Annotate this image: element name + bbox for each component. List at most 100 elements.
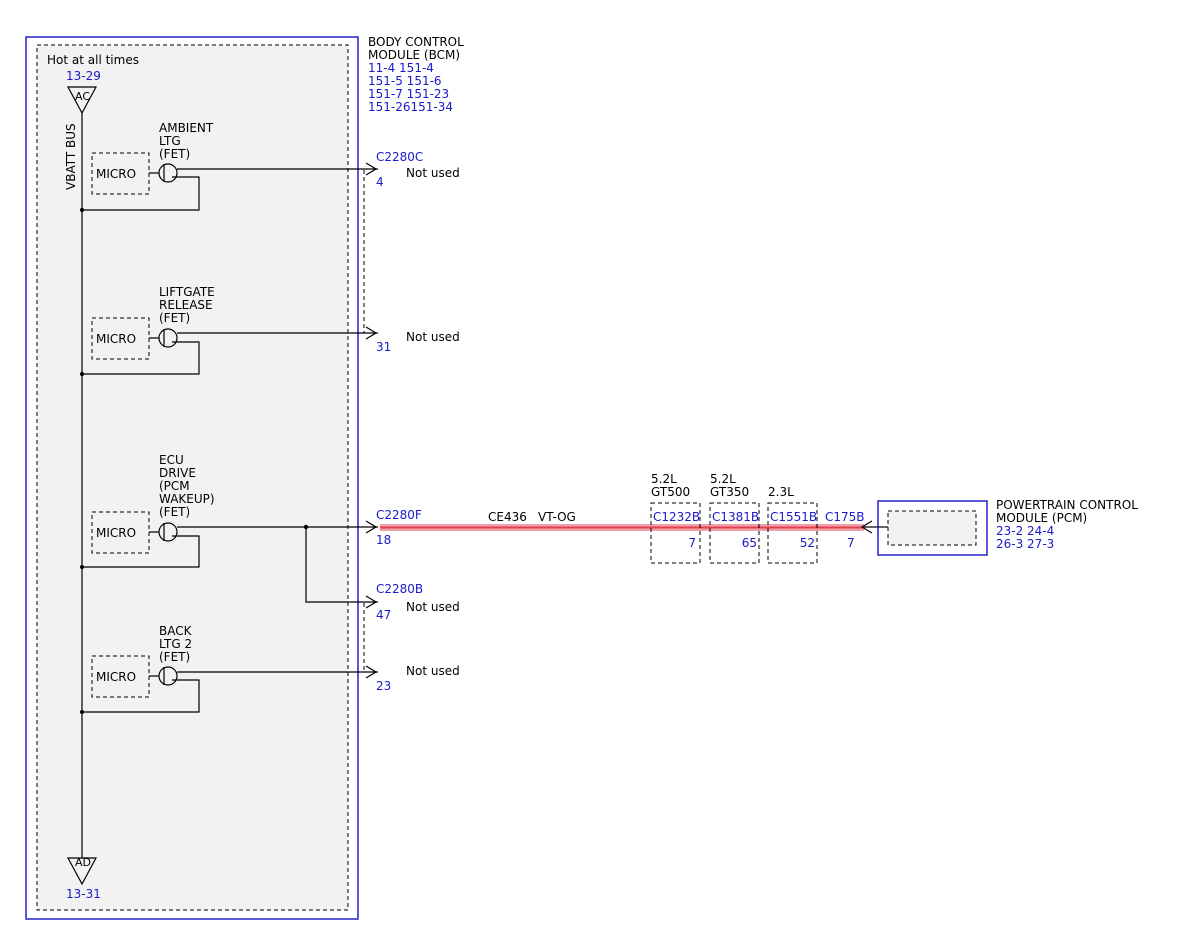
output-ecu-drive: MICRO ECU DRIVE (PCM WAKEUP) (FET) C2280… xyxy=(80,453,422,603)
pcm-pin: 7 xyxy=(847,536,855,550)
fet-switch-icon xyxy=(158,666,178,686)
pin-arrow-icon xyxy=(365,520,378,534)
output-label-line4: WAKEUP) xyxy=(159,492,215,506)
output-label-line1: AMBIENT xyxy=(159,121,214,135)
inline-connector-c1381b[interactable]: 5.2L GT350 C1381B 65 xyxy=(709,472,760,564)
branch-c2280b: C2280B 47 Not used xyxy=(365,582,460,622)
connector-name[interactable]: C1551B xyxy=(770,510,817,524)
terminal-ad-label: AD xyxy=(75,856,91,869)
inline-connector-c1551b[interactable]: 2.3L C1551B 52 xyxy=(767,485,818,564)
bus-junction-dot xyxy=(80,208,84,212)
pin-arrow-icon xyxy=(365,595,378,609)
pcm-title-line2: MODULE (PCM) xyxy=(996,511,1087,525)
output-label-line3: (FET) xyxy=(159,311,190,325)
vbatt-bus-label: VBATT BUS xyxy=(64,123,78,190)
inline-connector-box xyxy=(767,502,818,564)
bcm-ref-4[interactable]: 151-26151-34 xyxy=(368,100,453,114)
connector-c2280b[interactable]: C2280B xyxy=(376,582,423,596)
micro-label: MICRO xyxy=(96,526,136,540)
output-liftgate-release: MICRO LIFTGATE RELEASE (FET) 31 Not used xyxy=(80,285,460,376)
connector-c175b[interactable]: C175B xyxy=(825,510,865,524)
pcm-inner-dashed-box xyxy=(887,510,977,546)
pin-arrow-icon xyxy=(365,326,378,340)
circuit-color-label: VT-OG xyxy=(538,510,576,524)
fet-switch-icon xyxy=(158,328,178,348)
pin-arrow-icon xyxy=(860,520,873,534)
connector-c2280c-bracket xyxy=(363,168,370,334)
output-label-line1: ECU xyxy=(159,453,184,467)
connector-c2280c[interactable]: C2280C xyxy=(376,150,423,164)
output-label-line3: (FET) xyxy=(159,650,190,664)
hot-at-all-times-label: Hot at all times xyxy=(47,53,139,67)
micro-label: MICRO xyxy=(96,167,136,181)
branch-wire xyxy=(305,527,378,603)
pin-number: 52 xyxy=(800,536,815,550)
pcm-ref-1[interactable]: 23-2 24-4 xyxy=(996,524,1054,538)
pin-23: 23 xyxy=(376,679,391,693)
output-label-line1: LIFTGATE xyxy=(159,285,215,299)
output-label-line5: (FET) xyxy=(159,505,190,519)
output-label-line3: (FET) xyxy=(159,147,190,161)
pin-number: 7 xyxy=(688,536,696,550)
top-ref-13-29[interactable]: 13-29 xyxy=(66,69,101,83)
pin-47: 47 xyxy=(376,608,391,622)
output-label-line2: RELEASE xyxy=(159,298,213,312)
connector-name[interactable]: C1381B xyxy=(712,510,759,524)
connector-c2280b-bracket xyxy=(363,601,370,673)
not-used-label: Not used xyxy=(406,664,460,678)
connector-name[interactable]: C1232B xyxy=(653,510,700,524)
variant-line2: GT350 xyxy=(710,485,749,499)
bcm-inner-dashed-box xyxy=(36,44,349,911)
not-used-label: Not used xyxy=(406,600,460,614)
pcm-module: C175B 7 POWERTRAIN CONTROL MODULE (PCM) … xyxy=(825,498,1138,556)
pcm-title-line1: POWERTRAIN CONTROL xyxy=(996,498,1138,512)
terminal-ad-triangle xyxy=(66,857,98,886)
inline-connector-c1232b[interactable]: 5.2L GT500 C1232B 7 xyxy=(650,472,701,564)
output-label-line2: DRIVE xyxy=(159,466,196,480)
not-used-label: Not used xyxy=(406,166,460,180)
fet-ground-return xyxy=(82,535,200,568)
variant-line1: 5.2L xyxy=(651,472,677,486)
not-used-label: Not used xyxy=(406,330,460,344)
pin-18: 18 xyxy=(376,533,391,547)
variant-line1: 2.3L xyxy=(768,485,794,499)
output-ambient-ltg: MICRO AMBIENT LTG (FET) C2280C 4 Not use… xyxy=(80,121,460,212)
fet-ground-return xyxy=(82,341,200,375)
micro-label: MICRO xyxy=(96,670,136,684)
output-label-line1: BACK xyxy=(159,624,193,638)
connector-c2280f[interactable]: C2280F xyxy=(376,508,422,522)
bcm-title-line1: BODY CONTROL xyxy=(368,35,464,49)
fet-switch-icon xyxy=(158,522,178,542)
pin-31: 31 xyxy=(376,340,391,354)
inline-connector-box xyxy=(650,502,701,564)
variant-line2: GT500 xyxy=(651,485,690,499)
bus-junction-dot xyxy=(80,565,84,569)
bottom-ref-13-31[interactable]: 13-31 xyxy=(66,887,101,901)
output-label-line2: LTG xyxy=(159,134,181,148)
bcm-ref-3[interactable]: 151-7 151-23 xyxy=(368,87,449,101)
pin-arrow-icon xyxy=(365,665,378,679)
bcm-module: BODY CONTROL MODULE (BCM) 11-4 151-4 151… xyxy=(25,35,464,920)
bcm-title-line2: MODULE (BCM) xyxy=(368,48,460,62)
fet-ground-return xyxy=(82,679,200,713)
terminal-ac-label: AC xyxy=(75,90,90,103)
pcm-ref-2[interactable]: 26-3 27-3 xyxy=(996,537,1054,551)
circuit-id-label: CE436 xyxy=(488,510,527,524)
variant-line1: 5.2L xyxy=(710,472,736,486)
bus-junction-dot xyxy=(80,372,84,376)
pin-arrow-icon xyxy=(365,162,378,176)
bus-junction-dot xyxy=(80,710,84,714)
circuit-ce436[interactable]: CE436 VT-OG xyxy=(380,510,864,531)
fet-switch-icon xyxy=(158,163,178,183)
terminal-ac-triangle xyxy=(66,86,98,115)
bcm-ref-2[interactable]: 151-5 151-6 xyxy=(368,74,442,88)
output-label-line2: LTG 2 xyxy=(159,637,192,651)
bcm-ref-1[interactable]: 11-4 151-4 xyxy=(368,61,434,75)
pin-4: 4 xyxy=(376,175,384,189)
output-back-ltg-2: MICRO BACK LTG 2 (FET) 23 Not used xyxy=(80,624,460,714)
pin-number: 65 xyxy=(742,536,757,550)
micro-label: MICRO xyxy=(96,332,136,346)
fet-ground-return xyxy=(82,176,200,211)
output-label-line3: (PCM xyxy=(159,479,190,493)
